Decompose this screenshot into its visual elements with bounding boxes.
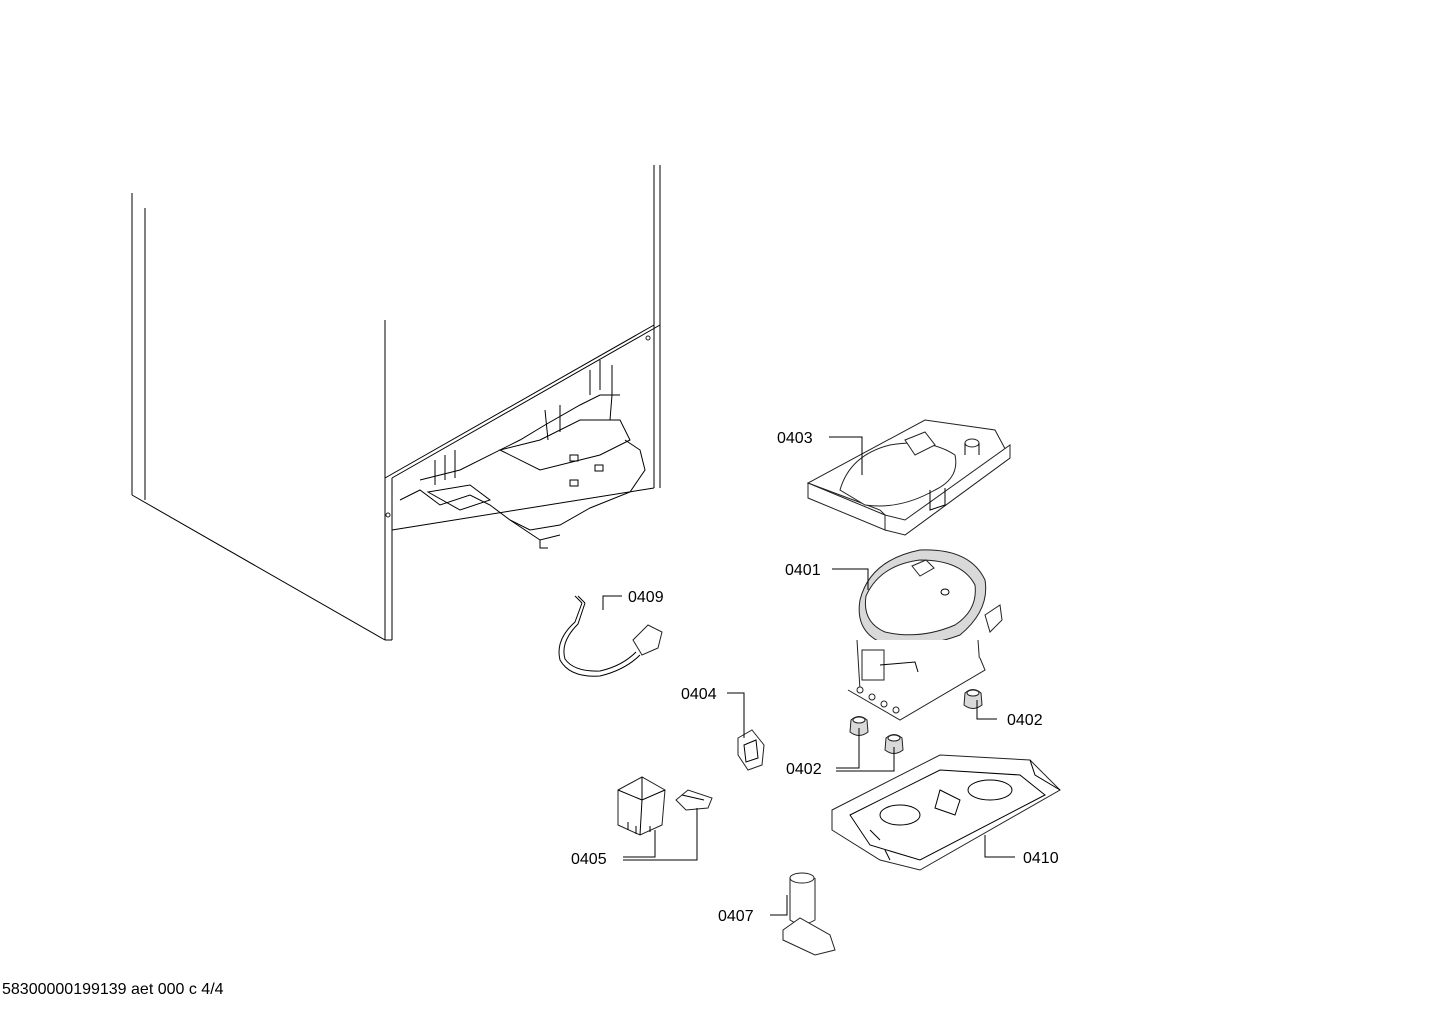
part-0409-power-cord — [558, 595, 663, 677]
leader-lines — [602, 436, 1015, 916]
label-0405: 0405 — [571, 851, 607, 868]
label-0401: 0401 — [785, 562, 821, 579]
appliance-cabinet — [131, 165, 661, 641]
part-0405-cover-clip — [617, 776, 713, 836]
label-0410: 0410 — [1023, 850, 1059, 867]
label-0402-left: 0402 — [786, 761, 822, 778]
label-0404: 0404 — [681, 686, 717, 703]
label-0407: 0407 — [718, 908, 754, 925]
part-0410-base-plate — [831, 754, 1061, 871]
part-0407-tube-bracket — [782, 872, 836, 956]
label-0403: 0403 — [777, 430, 813, 447]
label-0402-right: 0402 — [1007, 712, 1043, 729]
label-0409: 0409 — [628, 589, 664, 606]
part-0404-relay — [737, 729, 765, 771]
part-0401-compressor — [847, 549, 1003, 721]
part-0403-tray — [806, 419, 1011, 536]
document-footer-code: 58300000199139 aet 000 c 4/4 — [2, 981, 224, 998]
